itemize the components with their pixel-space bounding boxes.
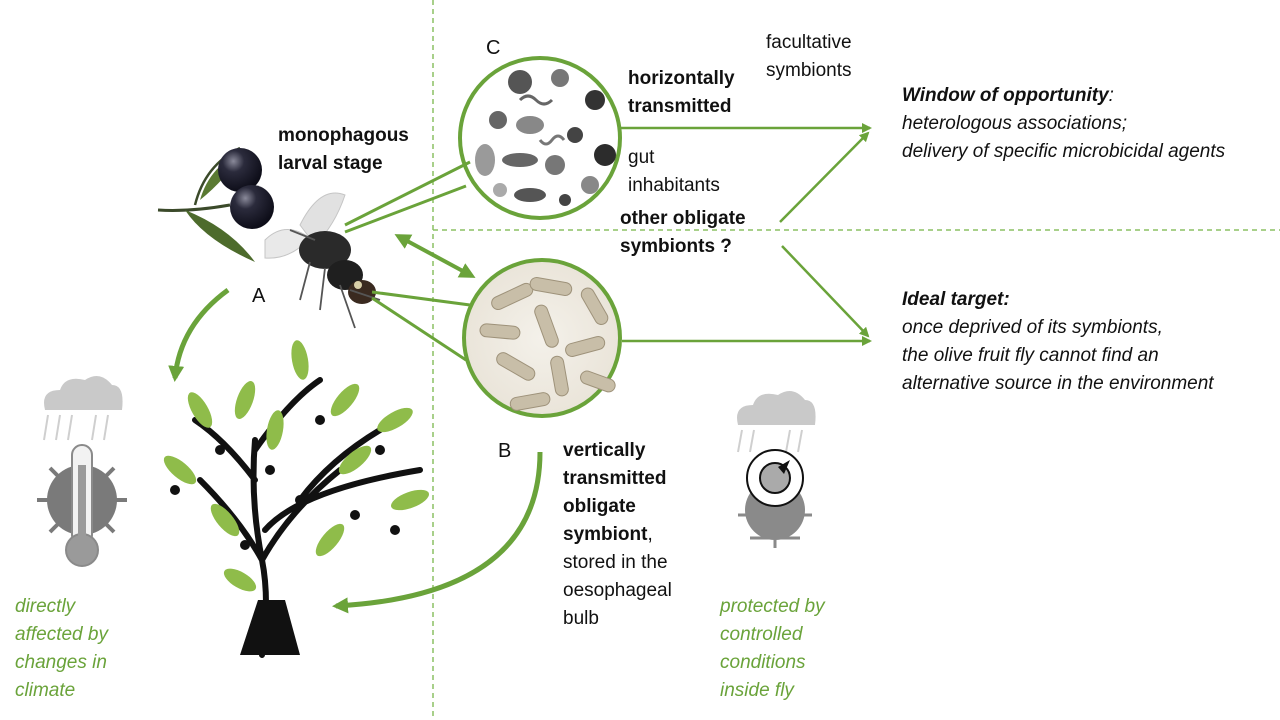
window-colon: : — [1108, 85, 1114, 106]
olive-fly-icon — [264, 192, 381, 329]
bacteria-circle-icon — [462, 258, 622, 418]
fly-to-tree-arrow — [168, 287, 230, 382]
window-of-opportunity-text: Window of opportunity: heterologous asso… — [902, 85, 1226, 162]
vertical-symbiont-text: vertically transmitted obligate symbiont… — [563, 440, 672, 629]
label-b: B — [498, 440, 512, 462]
symbiont-to-tree-arrow — [332, 451, 543, 614]
label-a: A — [252, 285, 266, 307]
olive-tree-icon — [163, 340, 429, 658]
thermometer-cloud-icon — [37, 376, 127, 567]
symbiont-word: symbiont — [563, 524, 648, 545]
olive-branch-icon — [157, 146, 274, 262]
outcome-arrows — [620, 123, 872, 346]
symbiont-comma: , — [647, 524, 653, 545]
fly-to-circles-lines — [344, 160, 471, 362]
double-arrow — [394, 234, 476, 278]
microbes-circle-icon — [458, 56, 622, 220]
window-title: Window of opportunity — [902, 85, 1109, 106]
fly-symbol-cloud-icon — [737, 391, 816, 548]
label-c: C — [486, 37, 501, 59]
ideal-target-text: Ideal target: once deprived of its symbi… — [902, 289, 1214, 394]
